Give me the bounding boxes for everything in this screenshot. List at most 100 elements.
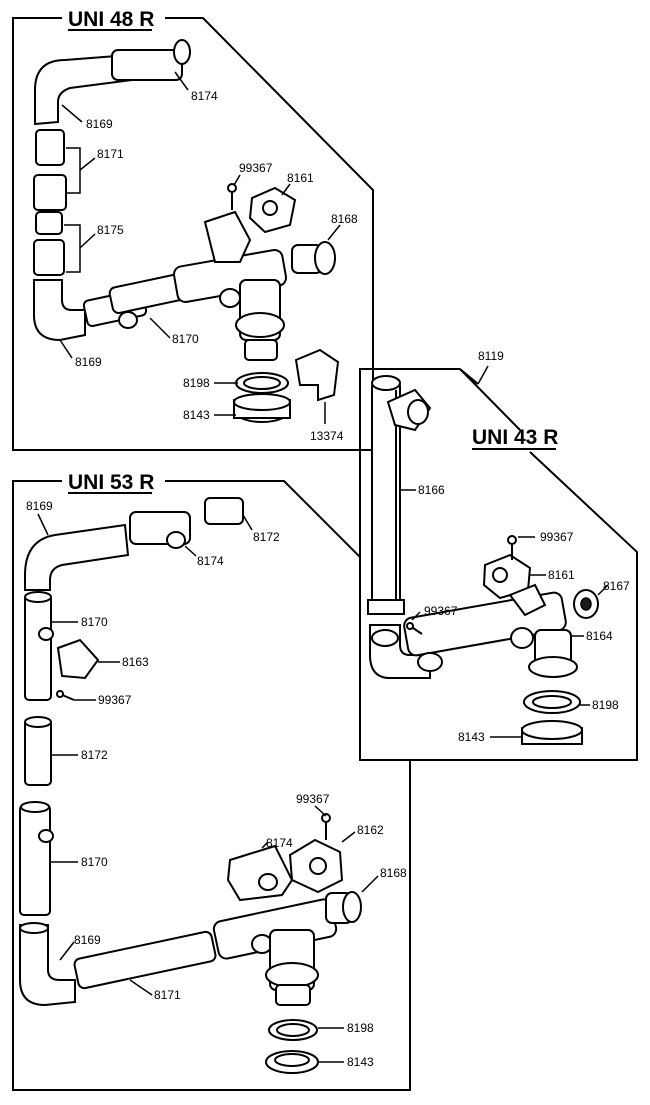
- part-53-8172-sleeve: [204, 497, 244, 525]
- label-53-8170a: 8170: [81, 615, 108, 629]
- leader-53-8174b: [261, 841, 269, 849]
- label-53-8172a: 8172: [253, 530, 280, 544]
- part-53-8174b: [226, 844, 294, 902]
- label-8119: 8119: [478, 349, 504, 363]
- frame-uni-43-r: [359, 368, 638, 761]
- part-8167-center: [580, 597, 592, 611]
- leader-53-8174a: [184, 545, 197, 557]
- part-53-stem-flange: [265, 962, 319, 988]
- part-53-8168-cap: [342, 891, 362, 923]
- leader-8174: [174, 71, 189, 91]
- leader-53-8162: [341, 831, 356, 843]
- part-43-port-a: [417, 652, 443, 672]
- label-13374: 13374: [310, 429, 344, 443]
- label-43-8198: 8198: [592, 698, 619, 712]
- leader-43-8167: [597, 584, 609, 596]
- leader-99367: [233, 174, 241, 186]
- label-8175: 8175: [97, 223, 124, 237]
- part-8174-pipe: [111, 49, 183, 81]
- label-43-99367a: 99367: [540, 530, 574, 544]
- leader-8171: [66, 147, 96, 194]
- leader-53-8168: [361, 875, 379, 893]
- part-53-8169-bottom-top: [19, 922, 49, 934]
- leader-8169-top: [61, 104, 83, 123]
- label-53-8143: 8143: [347, 1055, 374, 1069]
- leader-8170: [149, 317, 171, 339]
- part-53-8170-top: [24, 591, 52, 603]
- part-53-8174b-port: [258, 873, 278, 891]
- part-53-stem-lower: [275, 984, 311, 1006]
- label-43-8166: 8166: [418, 483, 445, 497]
- part-upper-elbow: [203, 210, 252, 263]
- label-53-8169-top: 8169: [26, 499, 53, 513]
- part-53-8169-bottom: [19, 924, 76, 1007]
- label-43-8167: 8167: [603, 579, 630, 593]
- part-53-8170b-pipe: [19, 804, 51, 916]
- part-53-8170b-top: [20, 801, 50, 813]
- part-stem-lower: [244, 339, 278, 361]
- part-8169-elbow-bottom: [33, 279, 86, 342]
- part-8161-hole: [262, 200, 278, 216]
- part-13374-elbow: [294, 348, 340, 402]
- part-53-99367-b-head: [321, 813, 331, 823]
- part-8166-top: [371, 375, 401, 391]
- label-53-99367b: 99367: [296, 792, 330, 806]
- part-43-8143-rim: [521, 720, 583, 740]
- part-53-8170b-port: [38, 829, 54, 843]
- leader-8119: [477, 365, 489, 385]
- part-53-8169-top: [24, 523, 130, 591]
- label-8143: 8143: [183, 408, 210, 422]
- part-8143-rim: [233, 393, 291, 411]
- part-43-99367-a-head: [507, 535, 517, 545]
- label-8169-top: 8169: [86, 117, 113, 131]
- part-53-8172-top: [24, 716, 52, 728]
- label-53-8170b: 8170: [81, 855, 108, 869]
- leader-8175: [64, 224, 96, 273]
- title-uni-43-r: UNI 43 R: [472, 426, 558, 449]
- part-53-99367-a-head: [56, 690, 64, 698]
- label-8168: 8168: [331, 212, 358, 226]
- part-clamp-ring: [367, 599, 405, 615]
- part-8170-tee: [118, 311, 138, 329]
- leader-8169-bottom: [59, 339, 73, 359]
- part-43-port-b: [510, 627, 534, 649]
- part-43-elbow-port: [371, 629, 399, 647]
- part-53-8162-hole: [309, 857, 327, 875]
- part-53-8170-port: [38, 627, 54, 641]
- leader-53-99367b: [314, 805, 327, 817]
- part-43-8161-hole: [492, 567, 508, 583]
- assembly-uni-43-r: UNI 43 R 8119: [359, 349, 638, 761]
- assembly-uni-53-r: UNI 53 R: [12, 471, 411, 1091]
- label-53-8172b: 8172: [81, 748, 108, 762]
- part-manifold-port: [219, 288, 241, 308]
- label-53-8174a: 8174: [197, 554, 224, 568]
- label-53-8198: 8198: [347, 1021, 374, 1035]
- leader-53-8169-top: [37, 513, 49, 536]
- leader-53-8171: [129, 979, 153, 996]
- part-53-8172-pipe: [24, 719, 52, 786]
- part-53-8198-inner: [276, 1023, 310, 1037]
- label-43-8143: 8143: [458, 730, 485, 744]
- part-8171-sleeve-a: [35, 129, 65, 166]
- label-53-8169-bottom: 8169: [74, 933, 101, 947]
- part-8169-elbow-top: [34, 53, 134, 126]
- label-53-8171: 8171: [154, 988, 181, 1002]
- part-8164-flange: [528, 656, 578, 678]
- part-53-8163: [56, 638, 100, 680]
- label-8161: 8161: [287, 171, 314, 185]
- label-8170: 8170: [172, 332, 199, 346]
- leader-8161: [281, 183, 291, 196]
- frame-uni-53-r: [12, 480, 411, 1091]
- label-53-8174b: 8174: [266, 836, 293, 850]
- title-uni-48-r: UNI 48 R: [68, 8, 154, 31]
- leader-53-8169b: [59, 941, 75, 961]
- frame-uni-43-r-diag: [459, 368, 521, 431]
- part-53-8170-pipe: [24, 594, 52, 701]
- label-8174: 8174: [191, 89, 218, 103]
- label-8171: 8171: [97, 147, 124, 161]
- label-8198: 8198: [183, 376, 210, 390]
- part-99367-head: [227, 183, 237, 193]
- label-53-8168: 8168: [380, 866, 407, 880]
- part-53-8143-inner: [274, 1053, 310, 1067]
